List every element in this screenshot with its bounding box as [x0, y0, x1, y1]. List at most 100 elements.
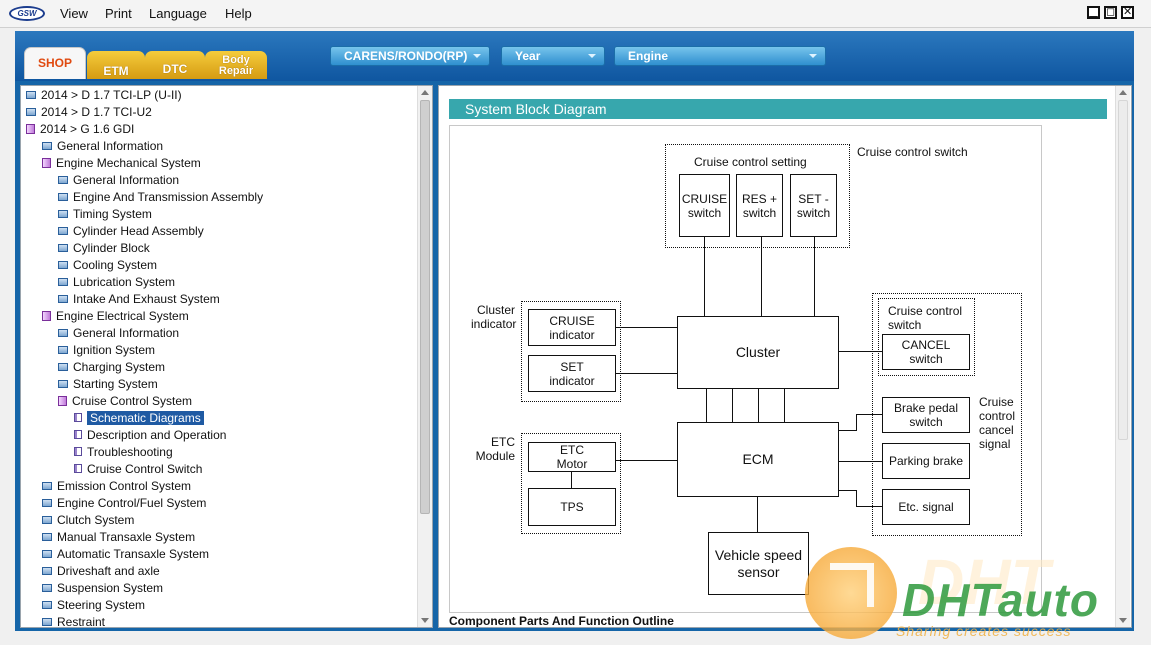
tree-item[interactable]: Starting System	[58, 376, 158, 393]
tree-item[interactable]: Cruise Control System	[58, 393, 192, 410]
tree-item[interactable]: Troubleshooting	[74, 444, 173, 461]
tree-item-label: Engine Control/Fuel System	[57, 496, 207, 510]
year-select[interactable]: Year	[501, 46, 605, 66]
menu-help[interactable]: Help	[225, 6, 252, 21]
connector-line	[838, 490, 856, 491]
connector-line	[616, 373, 677, 374]
tree-item[interactable]: General Information	[42, 138, 163, 155]
tree-item[interactable]: Description and Operation	[74, 427, 226, 444]
connector-line	[856, 414, 882, 415]
tree-item[interactable]: Engine Electrical System	[42, 308, 189, 325]
folder-icon	[26, 90, 36, 99]
tree-item-label: Engine And Transmission Assembly	[73, 190, 264, 204]
tree-item[interactable]: Intake And Exhaust System	[58, 291, 220, 308]
set-indicator-block: SET indicator	[528, 355, 616, 392]
connector-line	[856, 414, 857, 431]
close-icon[interactable]: ✕	[1121, 6, 1134, 19]
tree-item-label: Description and Operation	[87, 428, 227, 442]
tree-item[interactable]: Restraint	[42, 614, 105, 627]
scroll-up-icon[interactable]	[1119, 90, 1127, 95]
connector-line	[706, 388, 707, 422]
tree-item[interactable]: 2014 > D 1.7 TCI-LP (U-II)	[26, 87, 182, 104]
tree-scrollbar-thumb[interactable]	[420, 100, 430, 514]
folder-icon	[58, 294, 68, 303]
cruise-indicator-block: CRUISE indicator	[528, 309, 616, 346]
book-icon	[42, 157, 51, 168]
folder-icon	[42, 141, 52, 150]
tab-shop[interactable]: SHOP	[24, 47, 86, 79]
tree-item[interactable]: Lubrication System	[58, 274, 175, 291]
scroll-down-icon[interactable]	[1119, 618, 1127, 623]
tab-etm[interactable]: ETM	[87, 51, 145, 79]
connector-line	[814, 236, 815, 316]
tree-item-label: Cooling System	[73, 258, 158, 272]
tree-item-label: Driveshaft and axle	[57, 564, 160, 578]
tree-item-label: Starting System	[73, 377, 158, 391]
content-scrollbar[interactable]	[1115, 86, 1130, 627]
chevron-down-icon	[588, 54, 596, 58]
connector-line	[784, 388, 785, 422]
tree-item[interactable]: Engine Control/Fuel System	[42, 495, 206, 512]
chevron-down-icon	[473, 54, 481, 58]
tree-item[interactable]: Cylinder Head Assembly	[58, 223, 204, 240]
tree-item[interactable]: General Information	[58, 325, 179, 342]
tree-item[interactable]: Cooling System	[58, 257, 157, 274]
tree-item[interactable]: Engine And Transmission Assembly	[58, 189, 263, 206]
cluster-indicator-label: Cluster indicator	[471, 303, 517, 331]
section-title: System Block Diagram	[449, 99, 1107, 119]
content-scrollbar-thumb[interactable]	[1118, 100, 1128, 440]
tree-item[interactable]: Clutch System	[42, 512, 134, 529]
tps-block: TPS	[528, 488, 616, 526]
cruise-setting-label: Cruise control setting	[694, 155, 807, 169]
model-select[interactable]: CARENS/RONDO(RP)	[330, 46, 490, 66]
folder-icon	[58, 243, 68, 252]
menu-view[interactable]: View	[60, 6, 88, 21]
tree-item-selected[interactable]: Schematic Diagrams	[74, 410, 204, 427]
connector-line	[856, 490, 857, 507]
tree-item[interactable]: Engine Mechanical System	[42, 155, 201, 172]
tree-item[interactable]: Emission Control System	[42, 478, 191, 495]
menu-language[interactable]: Language	[149, 6, 207, 21]
tree-item[interactable]: Automatic Transaxle System	[42, 546, 209, 563]
tree-item-label: Emission Control System	[57, 479, 192, 493]
tree-item[interactable]: Cylinder Block	[58, 240, 150, 257]
tree-item[interactable]: General Information	[58, 172, 179, 189]
brake-pedal-switch-block: Brake pedal switch	[882, 397, 970, 433]
folder-icon	[58, 175, 68, 184]
tree-item[interactable]: Timing System	[58, 206, 152, 223]
tree-item[interactable]: 2014 > G 1.6 GDI	[26, 121, 134, 138]
folder-icon	[58, 362, 68, 371]
cluster-block: Cluster	[677, 316, 839, 389]
connector-line	[757, 497, 758, 532]
minimize-icon[interactable]: ▁	[1087, 6, 1100, 19]
tree-item[interactable]: Driveshaft and axle	[42, 563, 160, 580]
tree-scrollbar[interactable]	[417, 86, 432, 627]
navigation-tree: 2014 > D 1.7 TCI-LP (U-II)2014 > D 1.7 T…	[20, 85, 433, 628]
menu-print[interactable]: Print	[105, 6, 132, 21]
folder-icon	[42, 515, 52, 524]
tree-item[interactable]: Suspension System	[42, 580, 163, 597]
tab-body-repair[interactable]: Body Repair	[205, 51, 267, 79]
tree-item-label: General Information	[73, 173, 180, 187]
connector-line	[616, 460, 677, 461]
system-block-diagram: Cruise control setting Cruise control sw…	[449, 125, 1042, 613]
folder-icon	[42, 481, 52, 490]
engine-select[interactable]: Engine	[614, 46, 826, 66]
tree-item[interactable]: Manual Transaxle System	[42, 529, 195, 546]
tree-item[interactable]: Steering System	[42, 597, 145, 614]
tree-item-label: Automatic Transaxle System	[57, 547, 210, 561]
scroll-up-icon[interactable]	[421, 90, 429, 95]
content-panel: System Block Diagram	[438, 85, 1132, 628]
maximize-icon[interactable]: ◻	[1104, 6, 1117, 19]
tree-item[interactable]: Ignition System	[58, 342, 155, 359]
tree-item[interactable]: Cruise Control Switch	[74, 461, 202, 478]
parking-brake-block: Parking brake	[882, 443, 970, 479]
tree-item[interactable]: Charging System	[58, 359, 165, 376]
tree-item-label: 2014 > D 1.7 TCI-U2	[41, 105, 152, 119]
tree-item[interactable]: 2014 > D 1.7 TCI-U2	[26, 104, 152, 121]
tree-item-label: Engine Mechanical System	[56, 156, 201, 170]
main-frame: SHOP ETM DTC Body Repair CARENS/RONDO(RP…	[15, 31, 1134, 631]
scroll-down-icon[interactable]	[421, 618, 429, 623]
connector-line	[838, 430, 856, 431]
tab-dtc[interactable]: DTC	[145, 51, 205, 79]
